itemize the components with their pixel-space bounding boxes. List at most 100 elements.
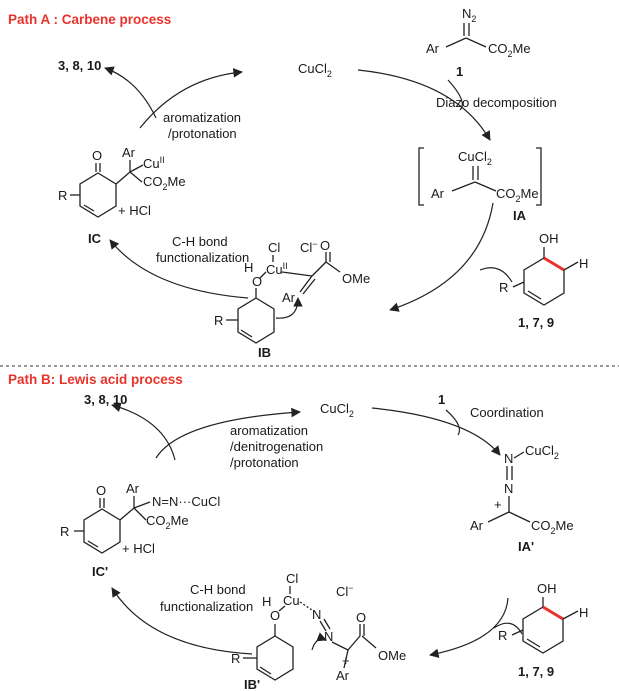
svg-text:N: N <box>504 451 513 466</box>
path-b-products: 3, 8, 10 <box>84 392 127 407</box>
svg-text:H: H <box>579 256 588 271</box>
svg-text:CuII: CuII <box>143 155 165 171</box>
phenol-a: OH H R 1, 7, 9 <box>499 231 588 330</box>
arrow-ia-to-ib <box>389 202 494 312</box>
svg-text:CuCl2: CuCl2 <box>525 443 559 461</box>
arrow-ic-prime-to-catalyst <box>155 407 301 459</box>
svg-text:H: H <box>244 260 253 275</box>
svg-text:Cl−: Cl− <box>336 583 354 599</box>
svg-text:Cl: Cl <box>268 240 280 255</box>
ia-prime-label: IA' <box>518 539 534 554</box>
intermediate-ib-prime: Cl Cu H O R N Cl− N + O OMe Ar IB' <box>231 571 406 691</box>
svg-text:O: O <box>320 238 330 253</box>
intermediate-ia: CuCl2 Ar CO2Me IA <box>418 147 542 223</box>
step-aromatization-1: aromatization <box>163 110 241 125</box>
svg-text:OH: OH <box>537 581 557 596</box>
step-ch-b-1: C-H bond <box>190 582 246 597</box>
step-coordination: Coordination <box>470 405 544 420</box>
path-b-reagent-label: 1 <box>438 392 445 407</box>
svg-text:CO2Me: CO2Me <box>146 513 189 531</box>
ib-prime-label: IB' <box>244 677 260 691</box>
svg-text:Cu: Cu <box>283 593 300 608</box>
step-ch-functionalization-1: C-H bond <box>172 234 228 249</box>
svg-text:R: R <box>231 651 240 666</box>
svg-text:Ar: Ar <box>426 41 440 56</box>
svg-text:Cl−: Cl− <box>300 239 318 255</box>
arrow-ic-to-catalyst <box>139 68 243 129</box>
svg-text:CO2Me: CO2Me <box>531 518 574 536</box>
step-b-arom-1: aromatization <box>230 423 308 438</box>
svg-text:Ar: Ar <box>126 481 140 496</box>
svg-text:R: R <box>60 524 69 539</box>
svg-text:Ar: Ar <box>336 668 350 683</box>
svg-text:+ HCl: + HCl <box>118 203 151 218</box>
arrow-to-products <box>104 66 157 119</box>
path-b-title: Path B: Lewis acid process <box>8 372 183 387</box>
step-b-arom-2: /denitrogenation <box>230 439 323 454</box>
path-a-title: Path A : Carbene process <box>8 12 171 27</box>
phenol-b: OH H R 1, 7, 9 <box>498 581 588 679</box>
svg-text:CO2Me: CO2Me <box>488 41 531 59</box>
svg-text:Ar: Ar <box>122 145 136 160</box>
step-b-arom-3: /protonation <box>230 455 299 470</box>
svg-text:O: O <box>270 608 280 623</box>
step-aromatization-2: /protonation <box>168 126 237 141</box>
svg-text:R: R <box>58 188 67 203</box>
svg-text:Cl: Cl <box>286 571 298 586</box>
ic-prime-label: IC' <box>92 564 108 579</box>
intermediate-ic: O R Ar CuII CO2Me + HCl IC <box>58 145 186 246</box>
arrow-ia-prime-to-ib-prime <box>429 597 509 659</box>
svg-text:CO2Me: CO2Me <box>143 174 186 192</box>
svg-text:O: O <box>252 274 262 289</box>
svg-text:N=N···CuCl: N=N···CuCl <box>152 494 220 509</box>
path-b-catalyst: CuCl2 <box>320 401 354 419</box>
svg-text:+: + <box>494 497 502 512</box>
step-ch-functionalization-2: functionalization <box>156 250 249 265</box>
svg-text:O: O <box>356 610 366 625</box>
step-ch-b-2: functionalization <box>160 599 253 614</box>
svg-text:Ar: Ar <box>431 186 445 201</box>
svg-text:H: H <box>262 594 271 609</box>
svg-text:O: O <box>92 148 102 163</box>
svg-text:N: N <box>324 629 333 644</box>
svg-text:+ HCl: + HCl <box>122 541 155 556</box>
svg-text:OH: OH <box>539 231 559 246</box>
svg-text:CO2Me: CO2Me <box>496 186 539 204</box>
svg-text:OMe: OMe <box>378 648 406 663</box>
svg-text:OMe: OMe <box>342 271 370 286</box>
phenol-a-label: 1, 7, 9 <box>518 315 554 330</box>
ic-label: IC <box>88 231 102 246</box>
svg-text:R: R <box>498 628 507 643</box>
svg-text:CuII: CuII <box>266 261 288 277</box>
path-a-products: 3, 8, 10 <box>58 58 101 73</box>
svg-text:N: N <box>312 607 321 622</box>
phenol-b-label: 1, 7, 9 <box>518 664 554 679</box>
svg-text:H: H <box>579 605 588 620</box>
step-diazo-decomposition: Diazo decomposition <box>436 95 557 110</box>
ib-label: IB <box>258 345 271 360</box>
arrow-reagent-entry <box>445 409 461 436</box>
svg-text:O: O <box>96 483 106 498</box>
svg-text:Ar: Ar <box>282 290 296 305</box>
arrow-catalyst-to-ia <box>357 69 491 141</box>
arrow-ib-to-ic <box>109 239 249 299</box>
intermediate-ib: Cl CuII Cl− H O R O OMe Ar IB <box>214 238 370 360</box>
svg-text:Ar: Ar <box>470 518 484 533</box>
svg-text:N2: N2 <box>462 6 476 24</box>
arrow-diazo-entry <box>447 79 463 111</box>
svg-text:CuCl2: CuCl2 <box>458 149 492 167</box>
svg-text:N: N <box>504 481 513 496</box>
svg-text:R: R <box>499 280 508 295</box>
intermediate-ia-prime: N CuCl2 N + Ar CO2Me IA' <box>470 443 574 554</box>
intermediate-ic-prime: O R Ar N=N···CuCl CO2Me + HCl IC' <box>60 481 220 579</box>
ia-label: IA <box>513 208 527 223</box>
arrow-ib-prime-to-ic-prime <box>111 587 253 655</box>
arrow-to-products-b <box>111 402 176 461</box>
arrow-phenol-entry <box>479 267 513 283</box>
diazo-compound: N2 Ar CO2Me 1 <box>426 6 531 79</box>
diazo-label: 1 <box>456 64 463 79</box>
svg-text:R: R <box>214 313 223 328</box>
arrow-catalyst-to-ia-prime <box>371 407 501 456</box>
path-a-catalyst: CuCl2 <box>298 61 332 79</box>
